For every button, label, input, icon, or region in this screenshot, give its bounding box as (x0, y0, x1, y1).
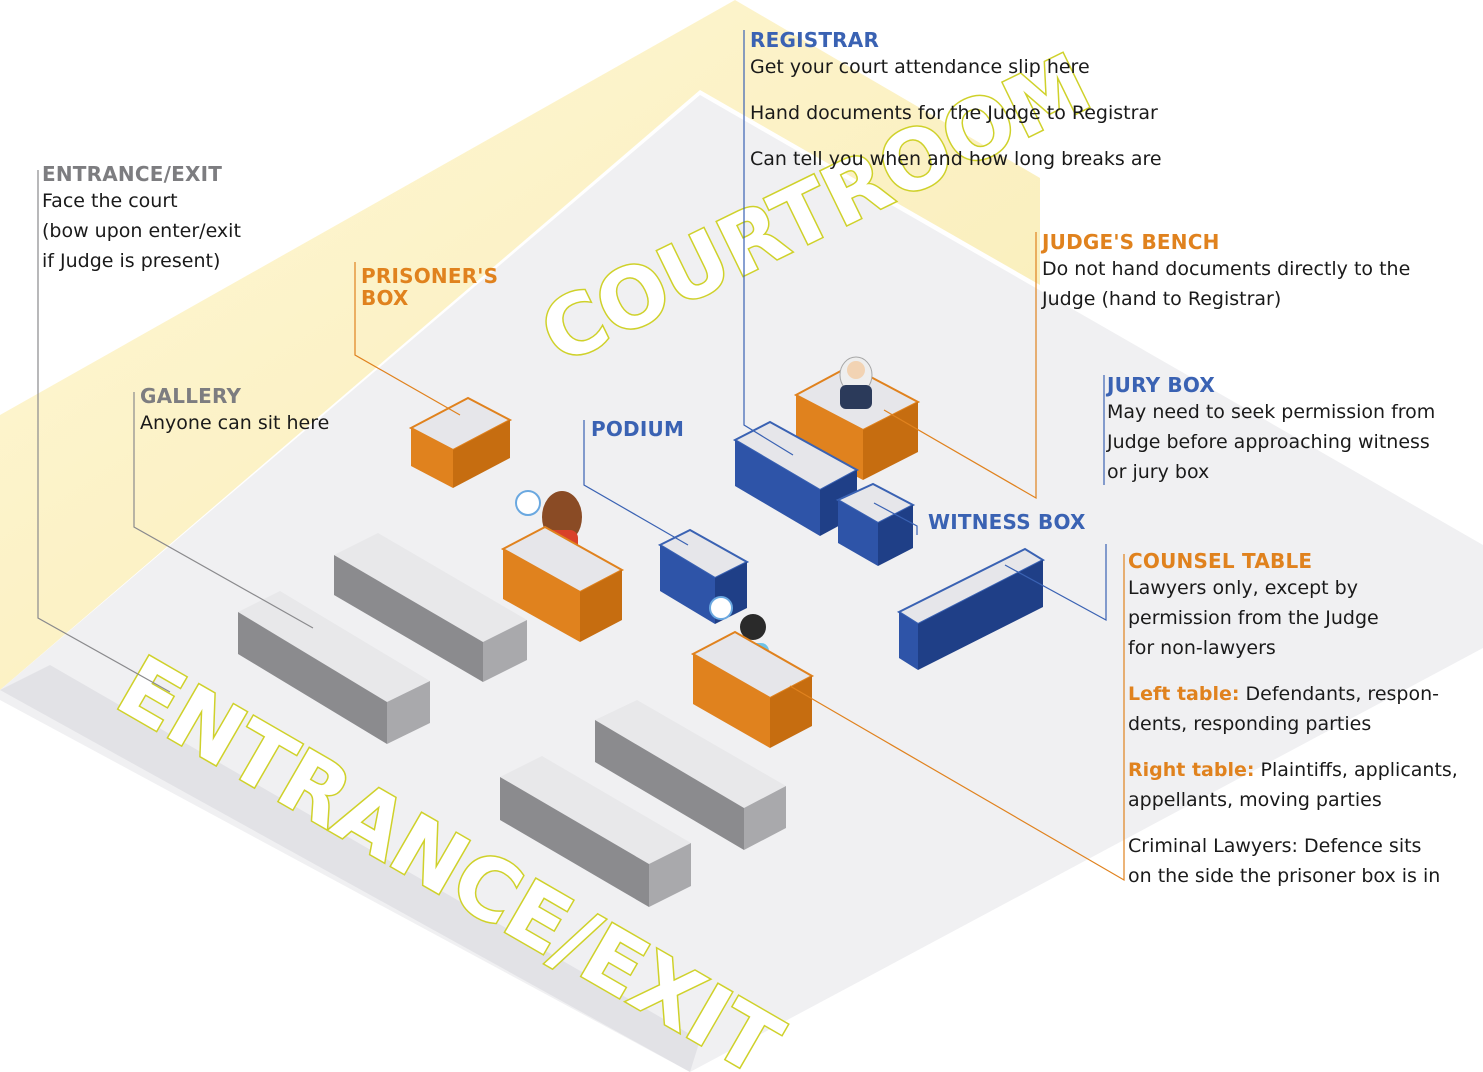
counsel-table-leader-line (789, 554, 1125, 882)
judges-bench-leader-line (883, 232, 1037, 500)
prisoners-box-heading: BOX (361, 286, 409, 310)
registrar-line: Get your court attendance slip here (750, 56, 1090, 78)
counsel-jury-leader-line (1004, 544, 1107, 622)
right-table-line: appellants, moving parties (1128, 789, 1382, 811)
right-table-line: Right table: Plaintiffs, applicants, (1128, 755, 1458, 785)
registrar-leader-line (743, 30, 794, 456)
judges-bench-line: Do not hand documents directly to the (1042, 258, 1411, 280)
gallery-leader-line (133, 392, 314, 629)
gallery-callout: GALLERY Anyone can sit here (140, 386, 329, 438)
entrance-leader-line (37, 170, 171, 693)
entrance-exit-line: Face the court (42, 190, 178, 212)
counsel-table-line: Lawyers only, except by (1128, 577, 1358, 599)
registrar-line: Can tell you when and how long breaks ar… (750, 148, 1162, 170)
prisoners-box-heading: PRISONER'S (361, 264, 499, 288)
counsel-table-line: permission from the Judge (1128, 607, 1379, 629)
criminal-lawyers-line: on the side the prisoner box is in (1128, 865, 1441, 887)
judges-bench-line: Judge (hand to Registrar) (1042, 288, 1282, 310)
gallery-bench-3 (595, 700, 786, 850)
registrar-heading: REGISTRAR (750, 28, 880, 52)
podium-leader-line (583, 420, 689, 546)
right-table-label: Right table: (1128, 759, 1255, 781)
back-wall (0, 0, 1040, 690)
gallery-bench-4 (500, 756, 691, 907)
counsel-table-callout: COUNSEL TABLE Lawyers only, except by pe… (1128, 551, 1458, 891)
jury-box-callout: JURY BOX May need to seek permission fro… (1107, 375, 1435, 487)
prisoners-box-furniture (408, 396, 513, 488)
left-table-line: dents, responding parties (1128, 713, 1372, 735)
judges-bench-callout: JUDGE'S BENCH Do not hand documents dire… (1042, 232, 1410, 314)
witness-box-heading: WITNESS BOX (928, 510, 1086, 534)
registrar-callout: REGISTRAR Get your court attendance slip… (750, 30, 1162, 174)
counsel-table-line: for non-lawyers (1128, 637, 1276, 659)
left-table-line: Left table: Defendants, respon- (1128, 679, 1458, 709)
right-counsel-table-furniture (690, 596, 815, 748)
prisoners-box-leader-line (354, 262, 461, 416)
right-table-text: Plaintiffs, applicants, (1254, 759, 1458, 781)
entrance-exit-heading: ENTRANCE/EXIT (42, 162, 223, 186)
left-counsel-table-furniture (500, 490, 625, 642)
entrance-exit-line: (bow upon enter/exit (42, 220, 241, 242)
jury-box-furniture (896, 547, 1046, 670)
counsel-table-heading: COUNSEL TABLE (1128, 549, 1313, 573)
entrance-exit-callout: ENTRANCE/EXIT Face the court (bow upon e… (42, 164, 241, 276)
witness-box-leader-line (873, 502, 918, 535)
prisoners-box-callout: PRISONER'S BOX (361, 265, 498, 309)
gallery-bench-1 (334, 533, 527, 682)
floor-shadow-edge (0, 665, 700, 1072)
judges-bench-furniture (793, 356, 921, 480)
judges-bench-heading: JUDGE'S BENCH (1042, 230, 1220, 254)
witness-box-callout: WITNESS BOX (928, 512, 1086, 534)
podium-callout: PODIUM (591, 419, 684, 441)
podium-heading: PODIUM (591, 417, 685, 441)
gallery-heading: GALLERY (140, 384, 242, 408)
left-table-label: Left table: (1128, 683, 1240, 705)
left-table-text: Defendants, respon- (1239, 683, 1440, 705)
jury-box-heading: JURY BOX (1107, 373, 1215, 397)
registrar-line: Hand documents for the Judge to Registra… (750, 102, 1158, 124)
entrance-exit-line: if Judge is present) (42, 250, 221, 272)
gallery-line: Anyone can sit here (140, 412, 330, 434)
jury-box-line: or jury box (1107, 461, 1210, 483)
gallery-bench-2 (238, 591, 430, 744)
criminal-lawyers-line: Criminal Lawyers: Defence sits (1128, 835, 1422, 857)
jury-box-line: May need to seek permission from (1107, 401, 1436, 423)
jury-box-line: Judge before approaching witness (1107, 431, 1430, 453)
